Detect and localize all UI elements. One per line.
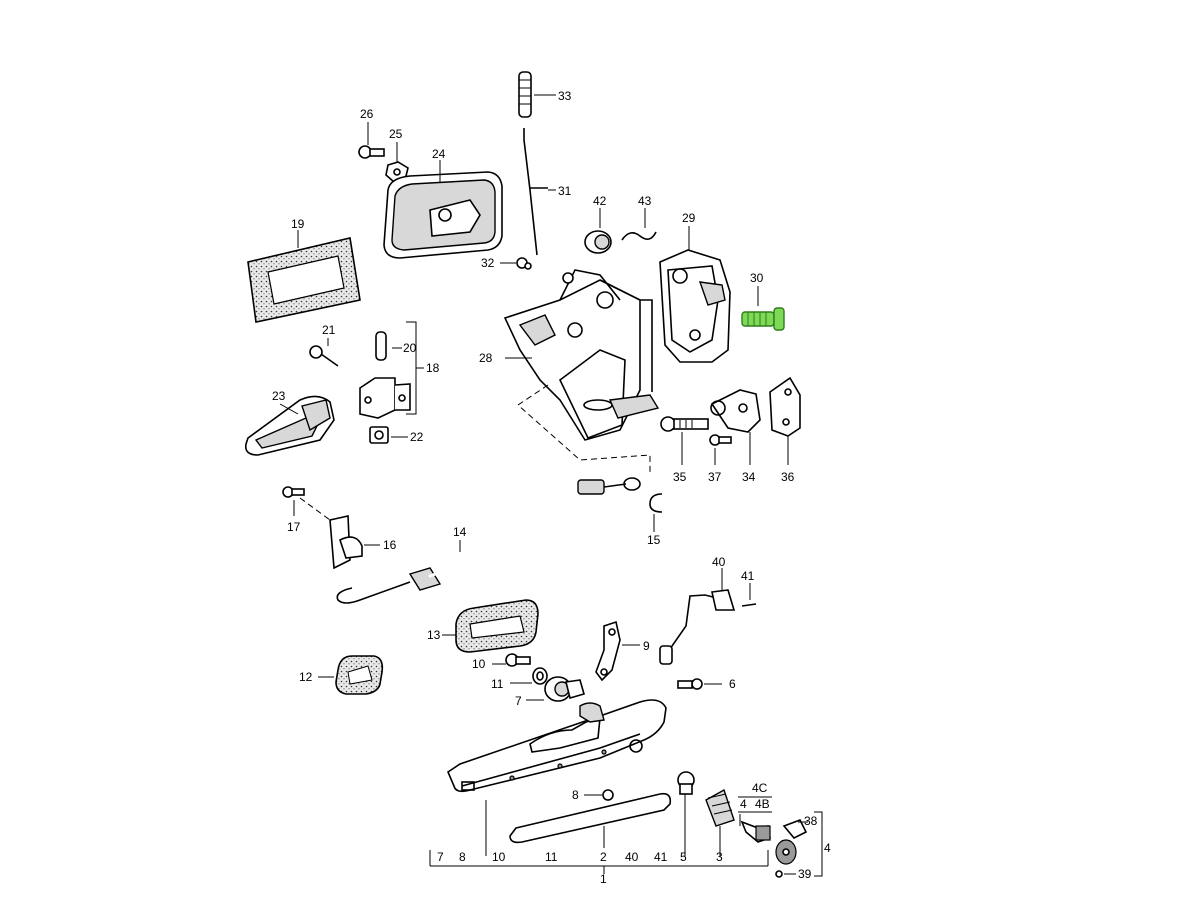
part-15-circlip[interactable] bbox=[649, 493, 663, 532]
lock-mounting-outline bbox=[517, 384, 651, 475]
part-10-screw[interactable] bbox=[492, 653, 531, 667]
label-22[interactable]: 22 bbox=[410, 430, 424, 444]
part-9-lever[interactable] bbox=[595, 620, 640, 682]
label-bottom-11[interactable]: 11 bbox=[545, 850, 558, 864]
label-20[interactable]: 20 bbox=[403, 341, 417, 355]
part-2-outer-handle[interactable] bbox=[447, 699, 667, 793]
label-21[interactable]: 21 bbox=[322, 323, 336, 337]
label-bottom-1[interactable]: 1 bbox=[600, 872, 607, 886]
label-31[interactable]: 31 bbox=[558, 184, 572, 198]
label-25[interactable]: 25 bbox=[389, 127, 403, 141]
part-31-lock-rod[interactable] bbox=[523, 128, 556, 256]
part-11-washer[interactable] bbox=[510, 667, 548, 685]
label-41[interactable]: 41 bbox=[741, 569, 755, 583]
label-34[interactable]: 34 bbox=[742, 470, 756, 484]
part-41-pin[interactable] bbox=[741, 583, 757, 607]
label-14[interactable]: 14 bbox=[453, 525, 467, 539]
label-4b[interactable]: 4B bbox=[755, 797, 770, 811]
part-29-striker-plate[interactable] bbox=[659, 226, 731, 363]
part-14-bowden-cable[interactable] bbox=[336, 477, 641, 604]
label-36[interactable]: 36 bbox=[781, 470, 795, 484]
part-20-pin[interactable] bbox=[375, 331, 402, 361]
label-4-side[interactable]: 4 bbox=[824, 841, 831, 855]
group-18-bracket-lines bbox=[406, 321, 424, 415]
label-37[interactable]: 37 bbox=[708, 470, 722, 484]
part-37-screw[interactable] bbox=[709, 434, 732, 465]
label-23[interactable]: 23 bbox=[272, 389, 286, 403]
part-16-cable-clamp[interactable] bbox=[329, 515, 380, 570]
assembly-bracket-1 bbox=[429, 800, 769, 874]
part-22-nut[interactable] bbox=[369, 426, 408, 444]
label-bottom-41[interactable]: 41 bbox=[654, 850, 668, 864]
part-13-seal[interactable] bbox=[442, 599, 539, 653]
label-8[interactable]: 8 bbox=[572, 788, 579, 802]
label-32[interactable]: 32 bbox=[481, 256, 495, 270]
label-43[interactable]: 43 bbox=[638, 194, 652, 208]
label-bottom-3[interactable]: 3 bbox=[716, 850, 723, 864]
part-43-spring-clip[interactable] bbox=[621, 208, 657, 241]
part-2-trim-strip[interactable] bbox=[509, 792, 672, 848]
label-7[interactable]: 7 bbox=[515, 694, 522, 708]
group-4-bracket-lines bbox=[738, 796, 823, 877]
label-19[interactable]: 19 bbox=[291, 217, 305, 231]
label-9[interactable]: 9 bbox=[643, 639, 650, 653]
label-11[interactable]: 11 bbox=[491, 677, 504, 691]
callout-labels: 33 31 32 26 25 24 19 42 43 29 30 28 21 2… bbox=[272, 89, 831, 886]
label-15[interactable]: 15 bbox=[647, 533, 661, 547]
label-bottom-5[interactable]: 5 bbox=[680, 850, 687, 864]
label-bottom-2[interactable]: 2 bbox=[600, 850, 607, 864]
part-24-handle-housing[interactable] bbox=[383, 160, 503, 259]
part-4-cap[interactable] bbox=[775, 839, 797, 865]
part-6-screw[interactable] bbox=[677, 678, 722, 690]
part-7-cam[interactable] bbox=[526, 676, 585, 702]
label-42[interactable]: 42 bbox=[593, 194, 607, 208]
label-12[interactable]: 12 bbox=[299, 670, 313, 684]
part-21-bolt[interactable] bbox=[309, 338, 339, 367]
part-42-bushing[interactable] bbox=[584, 208, 612, 254]
part-12-gasket[interactable] bbox=[318, 655, 384, 695]
label-bottom-8[interactable]: 8 bbox=[459, 850, 466, 864]
label-18[interactable]: 18 bbox=[426, 361, 440, 375]
part-34-bracket[interactable] bbox=[710, 389, 761, 465]
part-40-actuating-rod[interactable] bbox=[659, 568, 736, 665]
part-8-clip[interactable] bbox=[584, 789, 614, 801]
label-6[interactable]: 6 bbox=[729, 677, 736, 691]
part-18-hinge[interactable] bbox=[359, 377, 411, 419]
label-39[interactable]: 39 bbox=[798, 867, 812, 881]
label-bottom-40[interactable]: 40 bbox=[625, 850, 639, 864]
label-10[interactable]: 10 bbox=[472, 657, 486, 671]
label-4[interactable]: 4 bbox=[740, 797, 747, 811]
label-bottom-10[interactable]: 10 bbox=[492, 850, 506, 864]
part-33-stud[interactable] bbox=[518, 71, 556, 118]
part-5-grommet[interactable] bbox=[677, 771, 695, 856]
part-28-lock-assembly[interactable] bbox=[503, 269, 660, 441]
label-35[interactable]: 35 bbox=[673, 470, 687, 484]
label-4c[interactable]: 4C bbox=[752, 781, 768, 795]
label-38[interactable]: 38 bbox=[804, 814, 818, 828]
part-17-screw[interactable] bbox=[282, 486, 331, 521]
label-13[interactable]: 13 bbox=[427, 628, 441, 642]
label-33[interactable]: 33 bbox=[558, 89, 572, 103]
label-28[interactable]: 28 bbox=[479, 351, 493, 365]
part-4-key[interactable] bbox=[740, 820, 771, 843]
part-38-cover[interactable] bbox=[782, 818, 808, 839]
part-32-clip[interactable] bbox=[500, 257, 532, 270]
label-30[interactable]: 30 bbox=[750, 271, 764, 285]
part-19-foam-pad[interactable] bbox=[247, 230, 361, 323]
label-29[interactable]: 29 bbox=[682, 211, 696, 225]
part-3-lock-cylinder[interactable] bbox=[705, 788, 735, 856]
part-35-bolt[interactable] bbox=[660, 416, 709, 465]
label-24[interactable]: 24 bbox=[432, 147, 446, 161]
label-16[interactable]: 16 bbox=[383, 538, 397, 552]
label-26[interactable]: 26 bbox=[360, 107, 374, 121]
label-40[interactable]: 40 bbox=[712, 555, 726, 569]
part-36-plate[interactable] bbox=[769, 376, 801, 465]
label-bottom-7[interactable]: 7 bbox=[437, 850, 444, 864]
part-23-handle-grip[interactable] bbox=[244, 395, 335, 456]
label-17[interactable]: 17 bbox=[287, 520, 301, 534]
part-30-striker-bolt[interactable] bbox=[741, 286, 785, 331]
part-26-screw[interactable] bbox=[358, 122, 385, 159]
part-39-screw[interactable] bbox=[775, 870, 796, 878]
